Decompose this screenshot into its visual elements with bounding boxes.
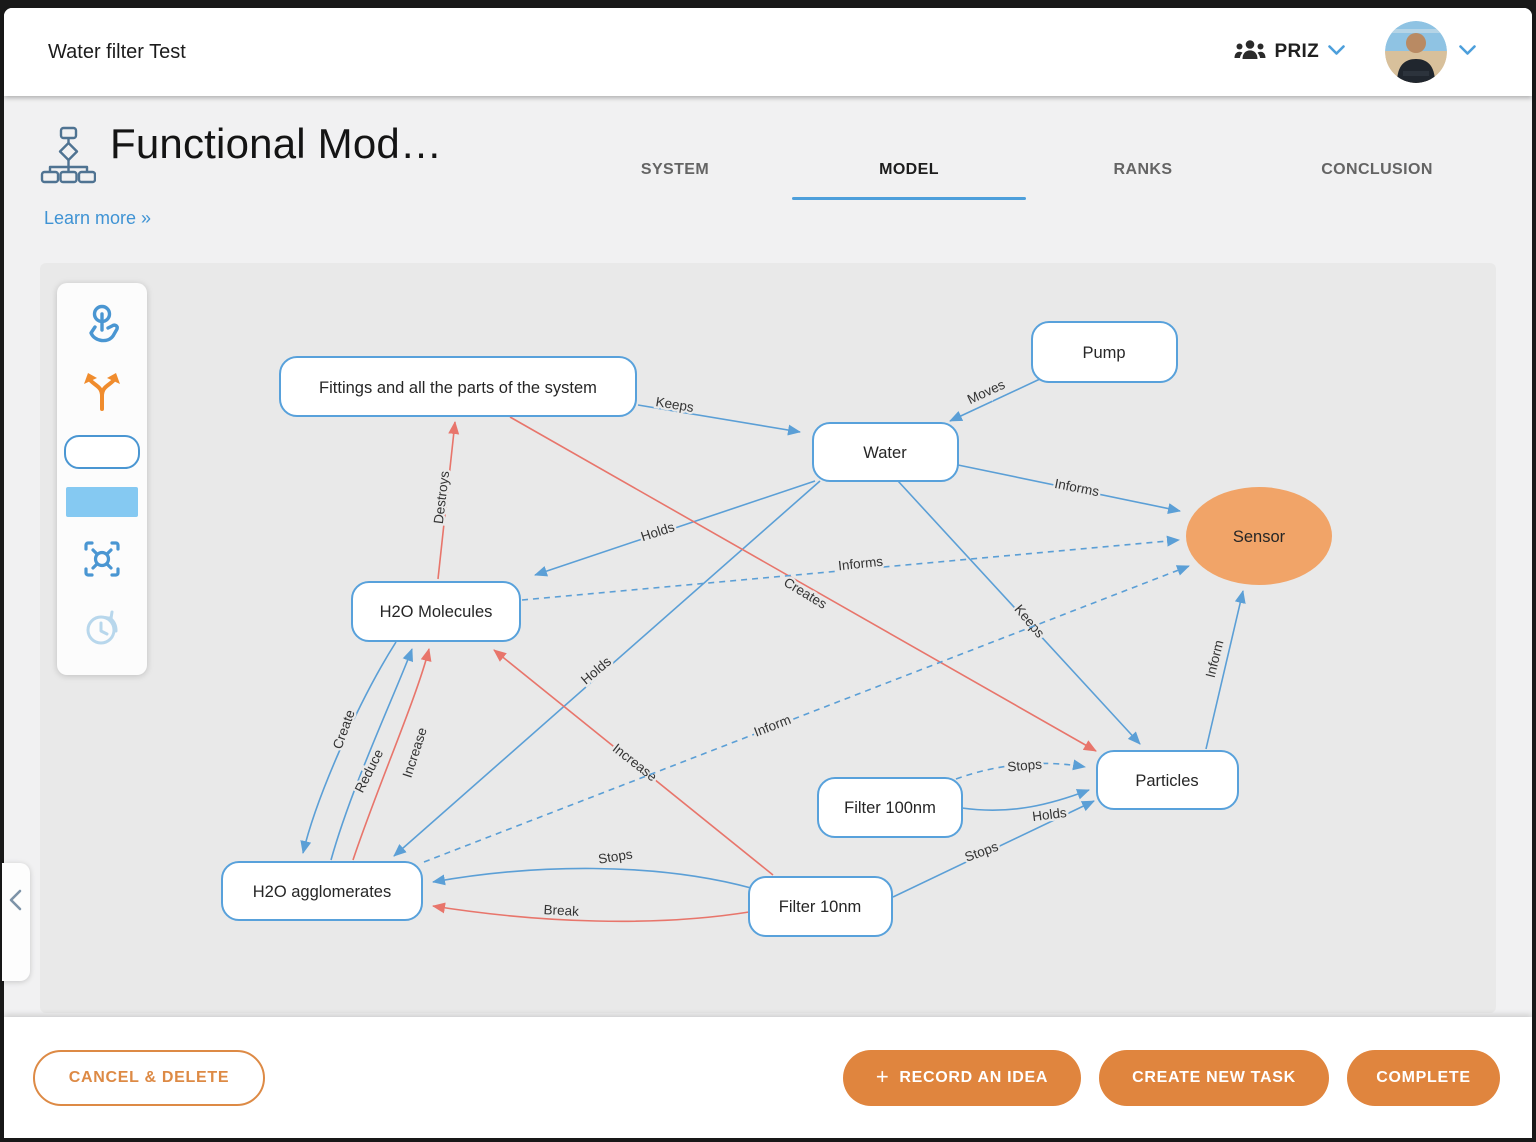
edge-increase-agglomerates-molecules[interactable]: Increase bbox=[352, 648, 432, 861]
svg-text:Holds: Holds bbox=[578, 654, 614, 688]
edge-break-filter10-agglomerates[interactable]: Break bbox=[432, 900, 750, 923]
svg-text:Create: Create bbox=[330, 708, 358, 751]
svg-text:Water: Water bbox=[863, 444, 907, 462]
svg-text:Stops: Stops bbox=[597, 846, 634, 866]
tab-ranks[interactable]: RANKS bbox=[1113, 161, 1173, 178]
svg-text:Sensor: Sensor bbox=[1233, 528, 1286, 546]
svg-text:Keeps: Keeps bbox=[655, 394, 695, 415]
edge-inform-agglomerates-sensor-dashed[interactable]: Inform bbox=[423, 565, 1190, 863]
app-window: Water filter Test PRIZ bbox=[2, 8, 1532, 1138]
pointer-tool-button[interactable] bbox=[81, 302, 123, 353]
action-bar: CANCEL & DELETE + RECORD AN IDEA CREATE … bbox=[4, 1017, 1532, 1138]
svg-text:Destroys: Destroys bbox=[431, 470, 452, 525]
svg-text:Pump: Pump bbox=[1082, 344, 1125, 362]
svg-text:Filter 100nm: Filter 100nm bbox=[844, 799, 936, 817]
svg-text:Break: Break bbox=[543, 902, 579, 919]
history-tool-button[interactable] bbox=[79, 605, 125, 656]
svg-text:Moves: Moves bbox=[965, 377, 1008, 408]
team-people-icon bbox=[1234, 39, 1266, 66]
node-filter-100nm[interactable]: Filter 100nm bbox=[817, 777, 963, 838]
filled-node-shape bbox=[66, 487, 138, 518]
edge-inform-particles-sensor[interactable]: Inform bbox=[1200, 590, 1246, 750]
top-bar: Water filter Test PRIZ bbox=[4, 8, 1532, 96]
edge-stops-filter100-particles-dashed[interactable]: Stops bbox=[955, 754, 1086, 780]
svg-text:H2O agglomerates: H2O agglomerates bbox=[253, 883, 392, 901]
chevron-left-icon bbox=[9, 889, 22, 911]
node-h2o-agglomerates[interactable]: H2O agglomerates bbox=[221, 861, 423, 921]
node-shape-tool-button[interactable] bbox=[64, 434, 140, 469]
edge-destroys-molecules-fittings[interactable]: Destroys bbox=[429, 421, 460, 580]
svg-text:Reduce: Reduce bbox=[352, 747, 386, 795]
node-sensor[interactable]: Sensor bbox=[1186, 487, 1332, 585]
selected-node-shape-tool-button[interactable] bbox=[66, 487, 138, 518]
record-idea-label: RECORD AN IDEA bbox=[899, 1069, 1049, 1086]
tap-pointer-icon bbox=[81, 302, 123, 353]
center-view-tool-button[interactable] bbox=[79, 536, 125, 587]
edge-informs-molecules-sensor-dashed[interactable]: Informs bbox=[521, 535, 1180, 601]
focus-crosshair-icon bbox=[79, 536, 125, 587]
svg-text:Holds: Holds bbox=[1031, 805, 1067, 824]
plus-icon: + bbox=[875, 1064, 890, 1089]
node-filter-10nm[interactable]: Filter 10nm bbox=[748, 876, 893, 937]
node-pump[interactable]: Pump bbox=[1031, 321, 1178, 383]
tab-system[interactable]: SYSTEM bbox=[640, 161, 710, 178]
svg-text:Stops: Stops bbox=[1007, 757, 1043, 775]
edge-keeps-water-particles[interactable]: Keeps bbox=[897, 480, 1141, 745]
svg-text:Stops: Stops bbox=[963, 839, 1001, 865]
svg-text:Fittings and all the parts of: Fittings and all the parts of the system bbox=[319, 379, 597, 397]
project-title: Water filter Test bbox=[48, 40, 186, 63]
edge-create-molecules-agglomerates[interactable]: Create bbox=[300, 641, 397, 854]
svg-text:Particles: Particles bbox=[1135, 772, 1198, 790]
chevron-down-icon bbox=[1459, 43, 1476, 61]
workspace-switcher[interactable]: PRIZ bbox=[1234, 39, 1345, 66]
node-water[interactable]: Water bbox=[812, 422, 959, 482]
svg-text:Increase: Increase bbox=[400, 726, 430, 780]
complete-button[interactable]: COMPLETE bbox=[1347, 1050, 1500, 1106]
edge-reduce-agglomerates-molecules[interactable]: Reduce bbox=[330, 648, 413, 861]
cancel-delete-button[interactable]: CANCEL & DELETE bbox=[33, 1050, 265, 1106]
fork-arrows-icon bbox=[82, 371, 122, 416]
svg-text:Creates: Creates bbox=[781, 575, 829, 612]
node-particles[interactable]: Particles bbox=[1096, 750, 1239, 810]
svg-text:Increase: Increase bbox=[610, 741, 660, 785]
create-new-task-button[interactable]: CREATE NEW TASK bbox=[1099, 1050, 1329, 1106]
learn-more-link[interactable]: Learn more » bbox=[44, 208, 152, 228]
tab-conclusion[interactable]: CONCLUSION bbox=[1321, 161, 1433, 178]
tab-bar: SYSTEM MODEL RANKS CONCLUSION bbox=[558, 140, 1494, 200]
svg-text:Informs: Informs bbox=[837, 554, 884, 574]
node-h2o-molecules[interactable]: H2O Molecules bbox=[351, 581, 521, 642]
svg-text:H2O Molecules: H2O Molecules bbox=[380, 603, 493, 621]
workspace-name: PRIZ bbox=[1274, 41, 1319, 62]
page-header: Functional Mod… Learn more » SYSTEM MODE… bbox=[4, 96, 1532, 263]
edge-moves-pump-water[interactable]: Moves bbox=[949, 374, 1041, 422]
chevron-down-icon bbox=[1328, 43, 1345, 61]
model-canvas[interactable]: Keeps Moves Informs Holds Keeps Holds bbox=[40, 263, 1496, 1013]
svg-text:Keeps: Keeps bbox=[1011, 602, 1047, 641]
edge-holds-water-agglomerates[interactable]: Holds bbox=[393, 480, 821, 857]
connector-tool-button[interactable] bbox=[82, 371, 122, 416]
tab-model[interactable]: MODEL bbox=[792, 140, 1026, 200]
node-fittings[interactable]: Fittings and all the parts of the system bbox=[279, 356, 637, 417]
canvas-toolbar bbox=[57, 283, 147, 675]
edge-holds-water-molecules[interactable]: Holds bbox=[534, 480, 816, 577]
edge-creates-fittings-particles[interactable]: Creates bbox=[509, 416, 1097, 752]
edge-holds-filter100-particles[interactable]: Holds bbox=[961, 789, 1090, 826]
rounded-node-shape bbox=[64, 434, 140, 469]
side-drawer-toggle[interactable] bbox=[2, 863, 30, 981]
svg-text:Holds: Holds bbox=[639, 519, 677, 544]
avatar bbox=[1385, 21, 1447, 83]
svg-text:Inform: Inform bbox=[752, 712, 793, 740]
svg-text:Filter 10nm: Filter 10nm bbox=[779, 898, 862, 916]
history-clock-icon bbox=[79, 605, 125, 656]
edge-stops-filter10-agglomerates[interactable]: Stops bbox=[432, 844, 752, 889]
edge-keeps-fittings-water[interactable]: Keeps bbox=[637, 392, 801, 436]
svg-text:Informs: Informs bbox=[1053, 476, 1100, 499]
record-idea-button[interactable]: + RECORD AN IDEA bbox=[843, 1050, 1081, 1106]
edge-increase-filter10-molecules[interactable]: Increase bbox=[493, 649, 774, 876]
flowchart-icon bbox=[40, 126, 97, 189]
page-title: Functional Mod… bbox=[110, 120, 443, 167]
user-menu[interactable] bbox=[1385, 21, 1476, 83]
edge-informs-water-sensor[interactable]: Informs bbox=[957, 464, 1181, 514]
